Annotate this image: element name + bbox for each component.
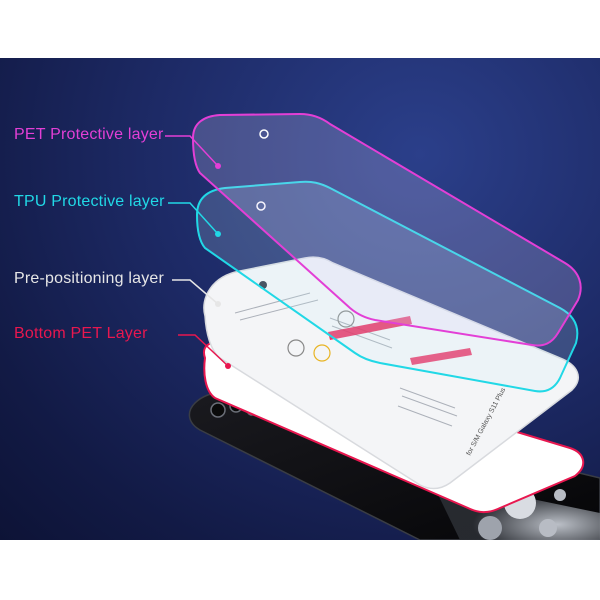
label-bottom-pet-layer: Bottom PET Layer [14,325,148,343]
label-tpu-protective-layer: TPU Protective layer [14,193,165,211]
label-pet-protective-layer: PET Protective layer [14,126,164,144]
product-illustration: for S/M Galaxy S11 Plus PET Protective l… [0,58,600,540]
label-pre-positioning-layer: Pre-positioning layer [14,270,164,288]
